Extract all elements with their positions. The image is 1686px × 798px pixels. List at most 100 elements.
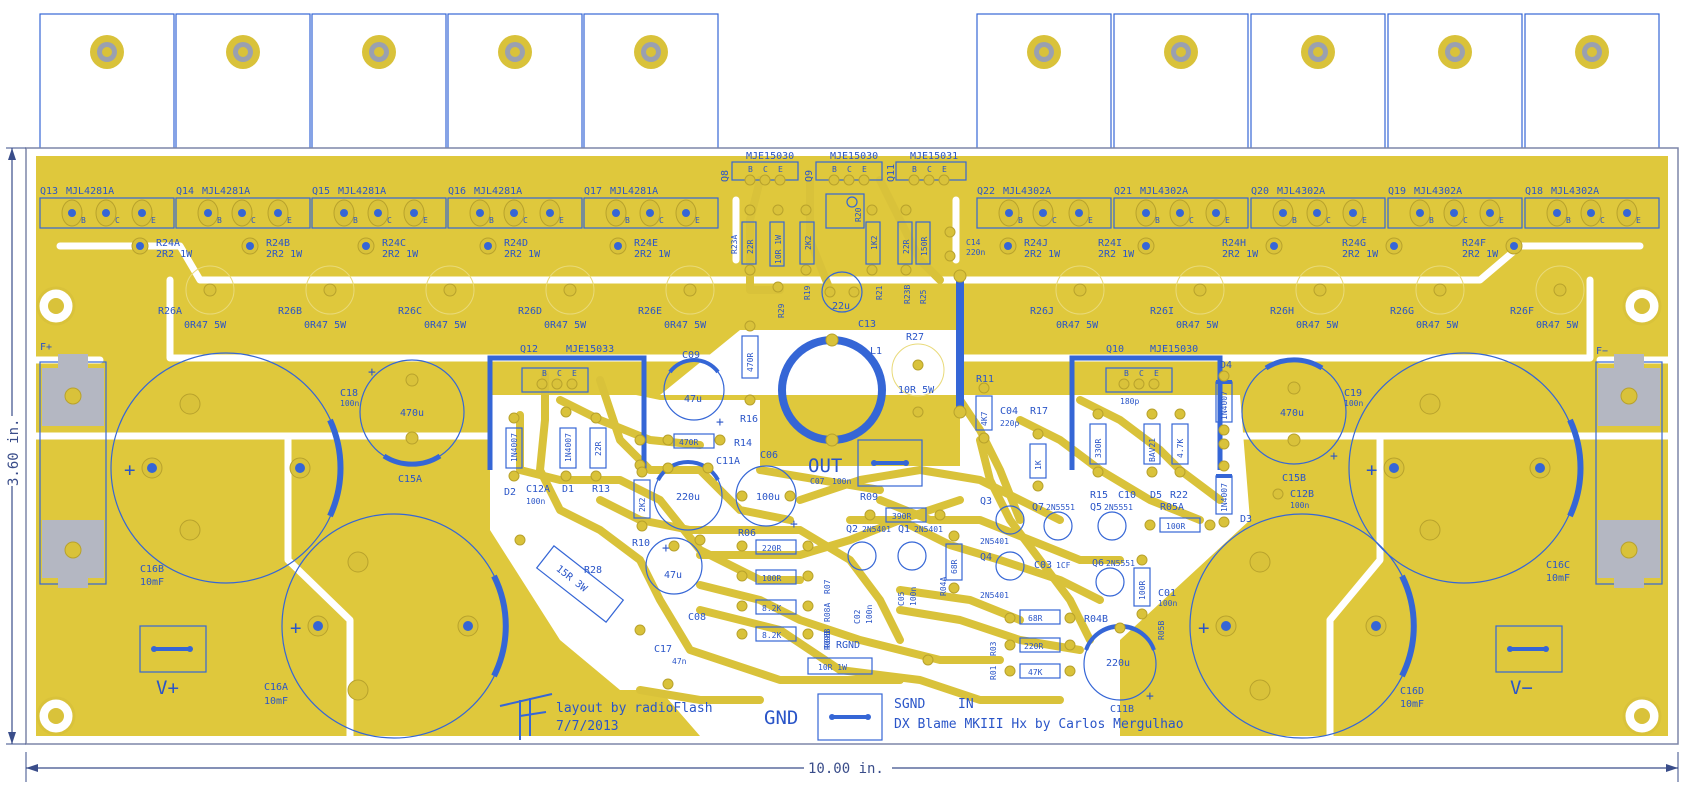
output-transistor-pin-label: C (1189, 216, 1194, 225)
r04a-label: R04A (939, 577, 948, 596)
c16a-label: C16A (264, 682, 288, 693)
c05-value: 100n (909, 587, 918, 606)
r68r-value: 68R (950, 559, 959, 574)
in-label: IN (958, 697, 974, 712)
vminus-label: V− (1510, 677, 1533, 699)
c16b-value: 10mF (140, 577, 164, 588)
r26c-label: R26C (398, 306, 422, 317)
output-transistor-drill (510, 209, 518, 217)
c10-value: 180p (1120, 397, 1139, 406)
c16b-label: C16B (140, 564, 164, 575)
svg-text:+: + (716, 415, 724, 430)
q3-value: 2N5401 (980, 537, 1009, 546)
r22ra-value: 22R (594, 441, 603, 456)
bav21-value: BAV21 (1148, 438, 1157, 462)
q12-pin-b: B (542, 369, 547, 378)
top-resistor-strip: R23A 22R 10R 1W 2K2 R20 1K2 22R 150R C14… (730, 193, 985, 330)
c14-value: 220n (966, 248, 985, 257)
c13-outline (821, 271, 863, 313)
svg-text:+: + (290, 617, 301, 639)
svg-text:+: + (662, 541, 670, 556)
r2k2b-value: 2K2 (638, 497, 647, 512)
output-transistor-drill (682, 209, 690, 217)
d2-value: 1N4007 (510, 433, 519, 462)
q19-label: Q19 (1388, 186, 1406, 197)
output-transistor-drill (410, 209, 418, 217)
d4-label: D4 (1220, 360, 1232, 371)
c17-label: C17 (654, 644, 672, 655)
q8-pin-e: E (778, 165, 783, 174)
r22r2-value: 22R (902, 239, 911, 254)
output-transistor-pin-label: B (625, 216, 630, 225)
r26i-label: R26I (1150, 306, 1174, 317)
r27-label: R27 (906, 332, 924, 343)
c16d-label: C16D (1400, 686, 1424, 697)
output-transistor-drill (1176, 209, 1184, 217)
r26j-label: R26J (1030, 306, 1054, 317)
r47k-value: 47K (1028, 668, 1043, 677)
c05-label: C05 (897, 591, 906, 606)
r27-value: 10R 5W (898, 385, 935, 396)
output-transistor-drill (1313, 209, 1321, 217)
svg-text:+: + (790, 517, 798, 532)
output-transistor-pin-label: E (1225, 216, 1230, 225)
r06-label: R06 (738, 528, 756, 539)
output-transistor-labels: Q13 MJL4281A Q14 MJL4281A Q15 MJL4281A Q… (40, 186, 1599, 197)
r26g-label: R26G (1390, 306, 1414, 317)
credits: layout by radioFlash 7/7/2013 DX Blame M… (499, 693, 1184, 740)
c12a-label: C12A (526, 484, 550, 495)
c12b-label: C12B (1290, 489, 1314, 500)
r16-label: R16 (740, 414, 758, 425)
c15b-value: 470u (1280, 408, 1304, 419)
svg-text:+: + (368, 365, 376, 380)
base-resistors: R24A 2R2 1W R24B 2R2 1W R24C 2R2 1W R24D… (131, 237, 1523, 260)
c12b-value: 100n (1290, 501, 1309, 510)
r15-label: R15 (1090, 490, 1108, 501)
q1-value: 2N5401 (914, 525, 943, 534)
r26e-label: R26E (638, 306, 662, 317)
q9-part: MJE15030 (830, 151, 878, 162)
output-transistor-pin-label: E (151, 216, 156, 225)
r23a-label: R23A (730, 235, 739, 254)
fuse-plus-label: F+ (40, 342, 52, 353)
r26h-value: 0R47 5W (1296, 320, 1339, 331)
output-transistor-pin-label: B (1429, 216, 1434, 225)
output-transistor-drill (1486, 209, 1494, 217)
c11b-label: C11B (1110, 704, 1134, 715)
q7-label: Q7 (1032, 502, 1044, 513)
r330r-value: 330R (1094, 439, 1103, 458)
q10-pin-e: E (1154, 369, 1159, 378)
r24c-value: 2R2 1W (382, 249, 419, 260)
r17-label: R17 (1030, 406, 1048, 417)
q16-label: Q16 (448, 186, 466, 197)
q10-label: Q10 (1106, 344, 1124, 355)
output-transistor-drill (1450, 209, 1458, 217)
driver-traces (746, 176, 944, 294)
r470r-value: 470R (746, 353, 755, 372)
r100r-value: 100R (762, 574, 781, 583)
r26f-label: R26F (1510, 306, 1534, 317)
q4-label: Q4 (980, 552, 992, 563)
d3-label: D3 (1240, 514, 1252, 525)
output-transistor-drill (1587, 209, 1595, 217)
r24h-label: R24H (1222, 238, 1246, 249)
c16a-value: 10mF (264, 696, 288, 707)
output-transistor-pin-label: E (1362, 216, 1367, 225)
c19-label: C19 (1344, 388, 1362, 399)
q4-value: 2N5401 (980, 591, 1009, 600)
c15a-value: 470u (400, 408, 424, 419)
r24h-value: 2R2 1W (1222, 249, 1259, 260)
output-transistor-pin-label: E (423, 216, 428, 225)
output-transistor-pin-label: E (1499, 216, 1504, 225)
r24a-label: R24A (156, 238, 180, 249)
d5-label: D5 (1150, 490, 1162, 501)
output-transistor-drill (274, 209, 282, 217)
output-transistor-drill (1279, 209, 1287, 217)
corner-holes (36, 286, 1662, 736)
r21-label: R21 (875, 285, 884, 300)
r470r2-value: 470R (679, 438, 698, 447)
r13-label: R13 (592, 484, 610, 495)
output-transistor-pin-label: E (1636, 216, 1641, 225)
q11-pin-b: B (912, 165, 917, 174)
output-transistor-drill (476, 209, 484, 217)
